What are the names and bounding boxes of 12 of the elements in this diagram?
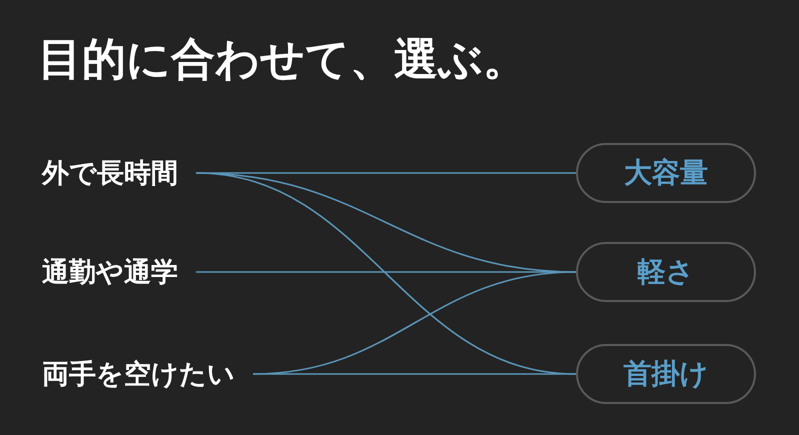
option-label: 両手を空けたい (42, 356, 253, 392)
connector-line (253, 373, 576, 375)
feature-pill (576, 143, 756, 203)
option-label: 通勤や通学 (42, 254, 196, 290)
title: 目的に合わせて、選ぶ。 (38, 34, 527, 87)
feature-label: 首掛け (624, 356, 708, 392)
feature-label: 大容量 (624, 155, 708, 191)
feature-label: 軽さ (638, 254, 694, 290)
option-label: 外で長時間 (42, 155, 196, 191)
feature-pill (576, 344, 756, 404)
feature-pill (576, 242, 756, 302)
connector-line (196, 172, 576, 174)
